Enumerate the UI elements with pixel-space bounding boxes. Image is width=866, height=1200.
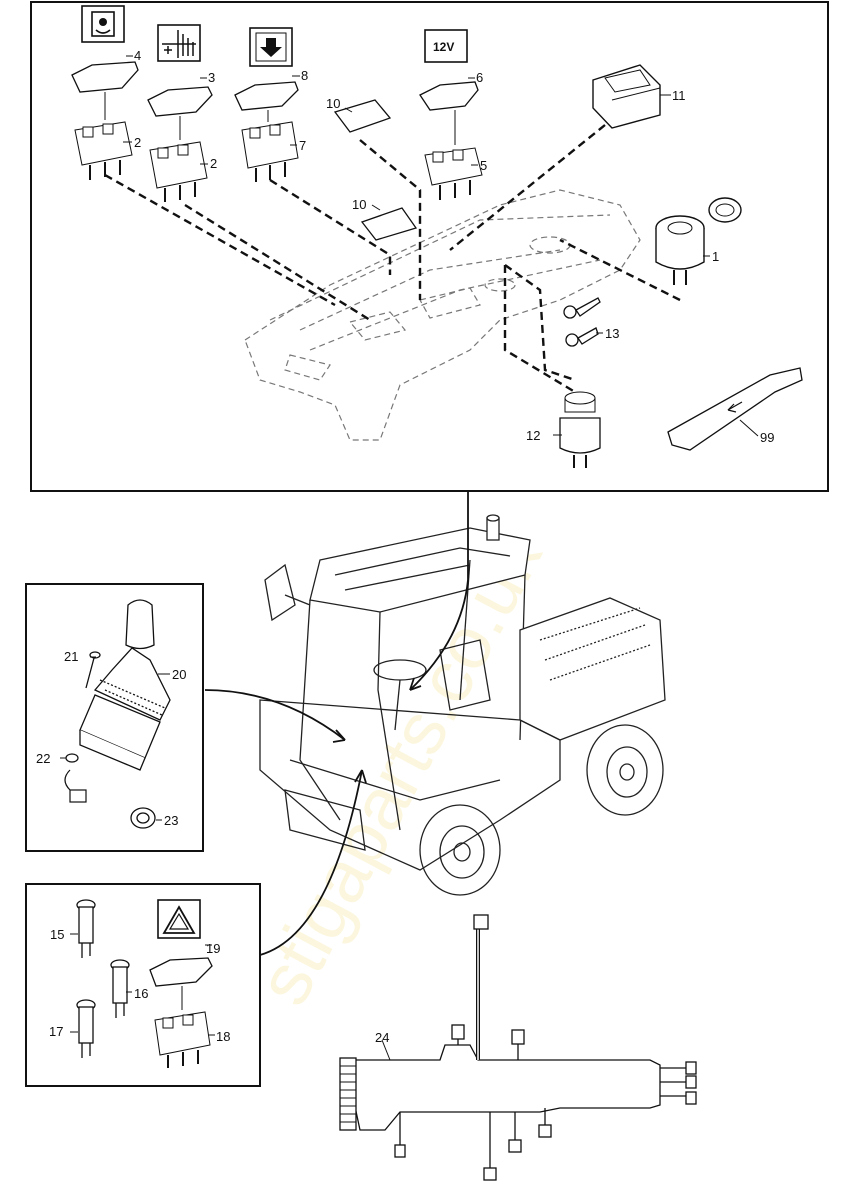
- callout-12: 12: [526, 428, 540, 443]
- callout-99: 99: [760, 430, 774, 445]
- rocker-switch-7: [241, 121, 299, 182]
- callout-leaders-hazard: [70, 933, 215, 1036]
- callout-11: 11: [672, 88, 686, 103]
- callout-7: 7: [299, 138, 306, 153]
- indicator-lamp-15: [76, 899, 96, 958]
- callout-5: 5: [480, 158, 487, 173]
- hazard-frame: [25, 883, 261, 1087]
- callout-15: 15: [50, 927, 64, 942]
- switch-group-float: [147, 24, 213, 202]
- switch-cap-6: [419, 81, 479, 111]
- down-arrow-icon: [260, 38, 282, 57]
- callout-2-right: 2: [210, 156, 217, 171]
- top-frame: [30, 1, 829, 492]
- ignition-keys-13: [563, 297, 601, 347]
- nut-22: [65, 753, 79, 763]
- arrow-joystick-to-cab: [204, 689, 346, 741]
- callout-17: 17: [49, 1024, 63, 1039]
- socket-11: [592, 64, 661, 129]
- reference-arrows: [204, 491, 469, 956]
- callout-24: 24: [375, 1030, 389, 1045]
- callout-4: 4: [134, 48, 141, 63]
- hazard-panel: 15 16 17 19 18: [25, 883, 261, 1087]
- rocker-switch-5: [424, 147, 483, 200]
- callout-19: 19: [206, 941, 220, 956]
- callout-20: 20: [172, 667, 186, 682]
- indicator-lamp-16: [110, 959, 130, 1018]
- callout-23: 23: [164, 813, 178, 828]
- callout-22: 22: [36, 751, 50, 766]
- switch-cap-19: [149, 957, 213, 987]
- callout-1: 1: [712, 249, 719, 264]
- ignition-switch-12: [559, 391, 601, 468]
- wiring-harness-24: 24: [339, 914, 697, 1181]
- rocker-switch-2-left: [74, 121, 133, 180]
- callout-leaders-joystick: [60, 656, 170, 821]
- callout-10-bottom: 10: [352, 197, 366, 212]
- switch-group-beacon: [71, 5, 139, 180]
- 12v-label: 12V: [433, 40, 454, 54]
- console-outline: [244, 189, 641, 441]
- cable-plug: [64, 769, 87, 803]
- switch-cap-4: [71, 61, 139, 93]
- removal-tool-99: [667, 367, 803, 451]
- float-position-icon: [162, 30, 196, 58]
- rotating-beacon-icon: [91, 11, 115, 37]
- callout-10-top: 10: [326, 96, 340, 111]
- blank-cap-10-top: [333, 99, 392, 133]
- callout-leaders-top: [123, 55, 759, 437]
- switch-cap-8: [234, 81, 299, 111]
- machine-illustration: [259, 514, 666, 896]
- arrow-hazard-to-cab: [259, 769, 363, 956]
- joystick-20: [79, 599, 171, 771]
- rocker-switch-18: [154, 1011, 211, 1068]
- hazard-warning-icon: [162, 905, 196, 934]
- callout-6: 6: [476, 70, 483, 85]
- 12v-label-box: [424, 29, 468, 63]
- joystick-frame: [25, 583, 204, 852]
- callout-2-left: 2: [134, 135, 141, 150]
- gasket-23: [130, 807, 156, 829]
- callout-16: 16: [134, 986, 148, 1001]
- switch-group-lower: [234, 27, 299, 182]
- switch-group-12v: 12V: [419, 29, 483, 200]
- callout-18: 18: [216, 1029, 230, 1044]
- blank-cap-10-bottom: [360, 207, 418, 241]
- joystick-panel: 21 20 22 23: [25, 583, 204, 852]
- switch-cap-3: [147, 86, 213, 117]
- callout-8: 8: [301, 68, 308, 83]
- power-outlet-1: [655, 197, 742, 285]
- dashboard-switch-panel: 12V: [30, 1, 829, 492]
- callout-21: 21: [64, 649, 78, 664]
- wiring-leaders: [104, 124, 681, 397]
- callout-3: 3: [208, 70, 215, 85]
- callout-13: 13: [605, 326, 619, 341]
- indicator-lamp-17: [76, 999, 96, 1058]
- arrow-top-to-cab: [409, 491, 469, 691]
- rocker-switch-2-right: [149, 141, 208, 202]
